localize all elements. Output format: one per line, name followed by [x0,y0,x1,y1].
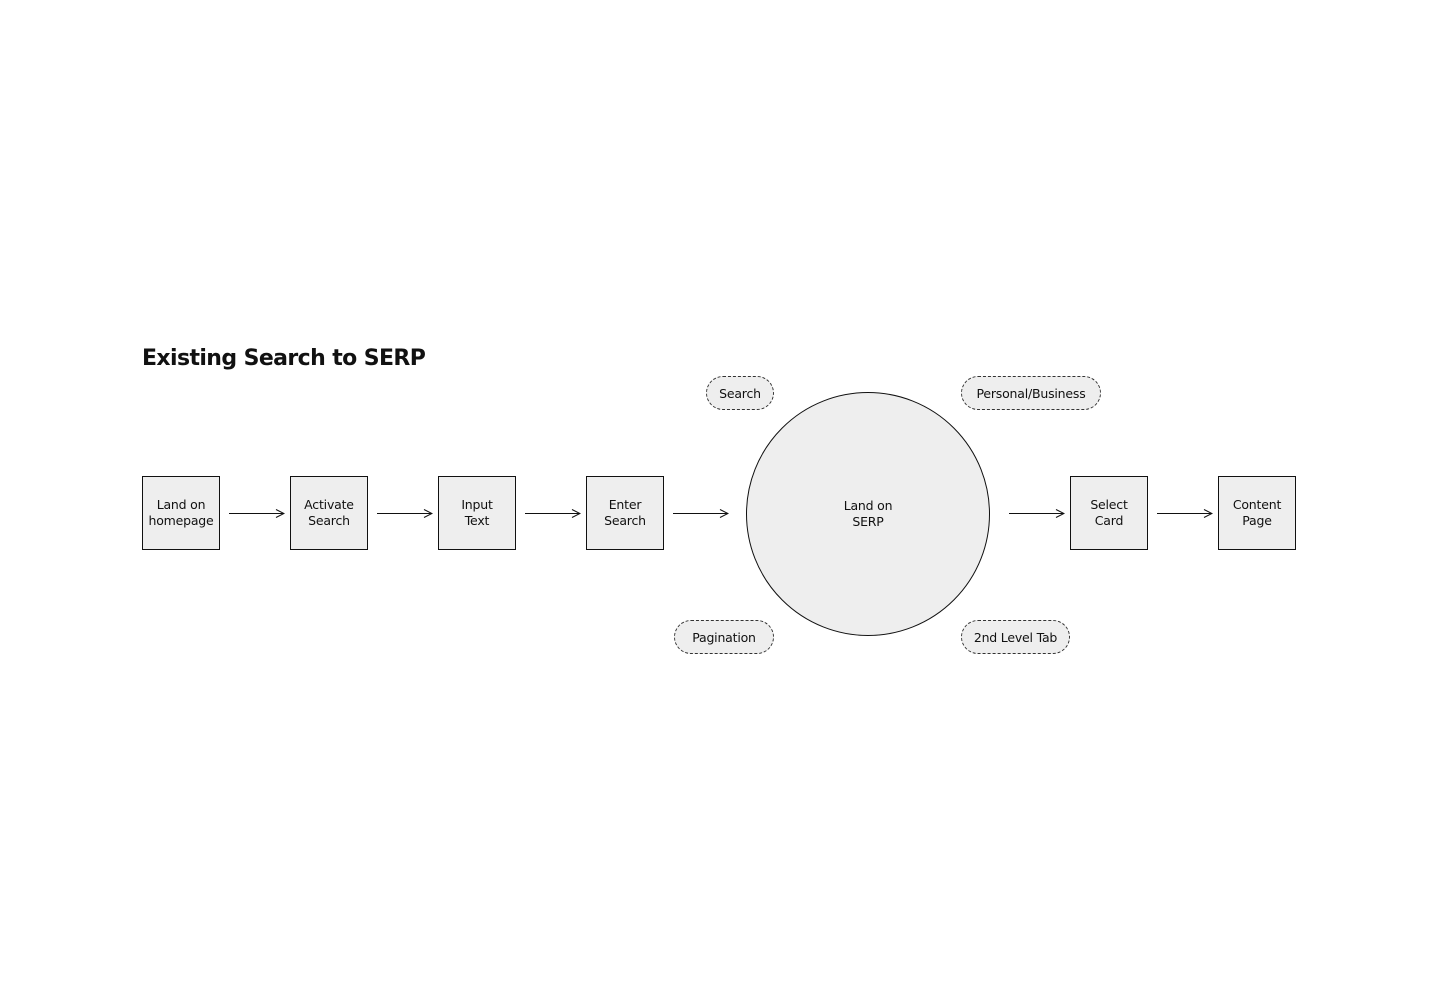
step-label-line2: Card [1094,513,1124,528]
action-pill-pagination: Pagination [674,620,774,654]
diagram-title: Existing Search to SERP [142,346,426,371]
action-pill-2nd-level-tab: 2nd Level Tab [961,620,1070,654]
step-label-line2: Text [464,513,490,528]
step-label-line1: Enter [608,497,642,512]
action-pill-personal-business: Personal/Business [961,376,1101,410]
step-enter-search: Enter Search [586,476,664,550]
step-activate-search: Activate Search [290,476,368,550]
hub-label-line1: Land on [843,498,893,513]
step-label-line1: Input [461,497,493,512]
step-label-line1: Activate [304,497,354,512]
step-content-page: Content Page [1218,476,1296,550]
step-label-line1: Land on [156,497,206,512]
step-land-on-homepage: Land on homepage [142,476,220,550]
step-label-line1: Select [1090,497,1128,512]
step-label-line2: Search [604,513,646,528]
hub-land-on-serp: Land on SERP [746,392,990,636]
step-label-line2: Page [1242,513,1272,528]
step-input-text: Input Text [438,476,516,550]
hub-label-line2: SERP [852,514,884,529]
step-label-line1: Content [1232,497,1282,512]
action-pill-search: Search [706,376,774,410]
step-label-line2: homepage [148,513,214,528]
step-label-line2: Search [308,513,350,528]
step-select-card: Select Card [1070,476,1148,550]
